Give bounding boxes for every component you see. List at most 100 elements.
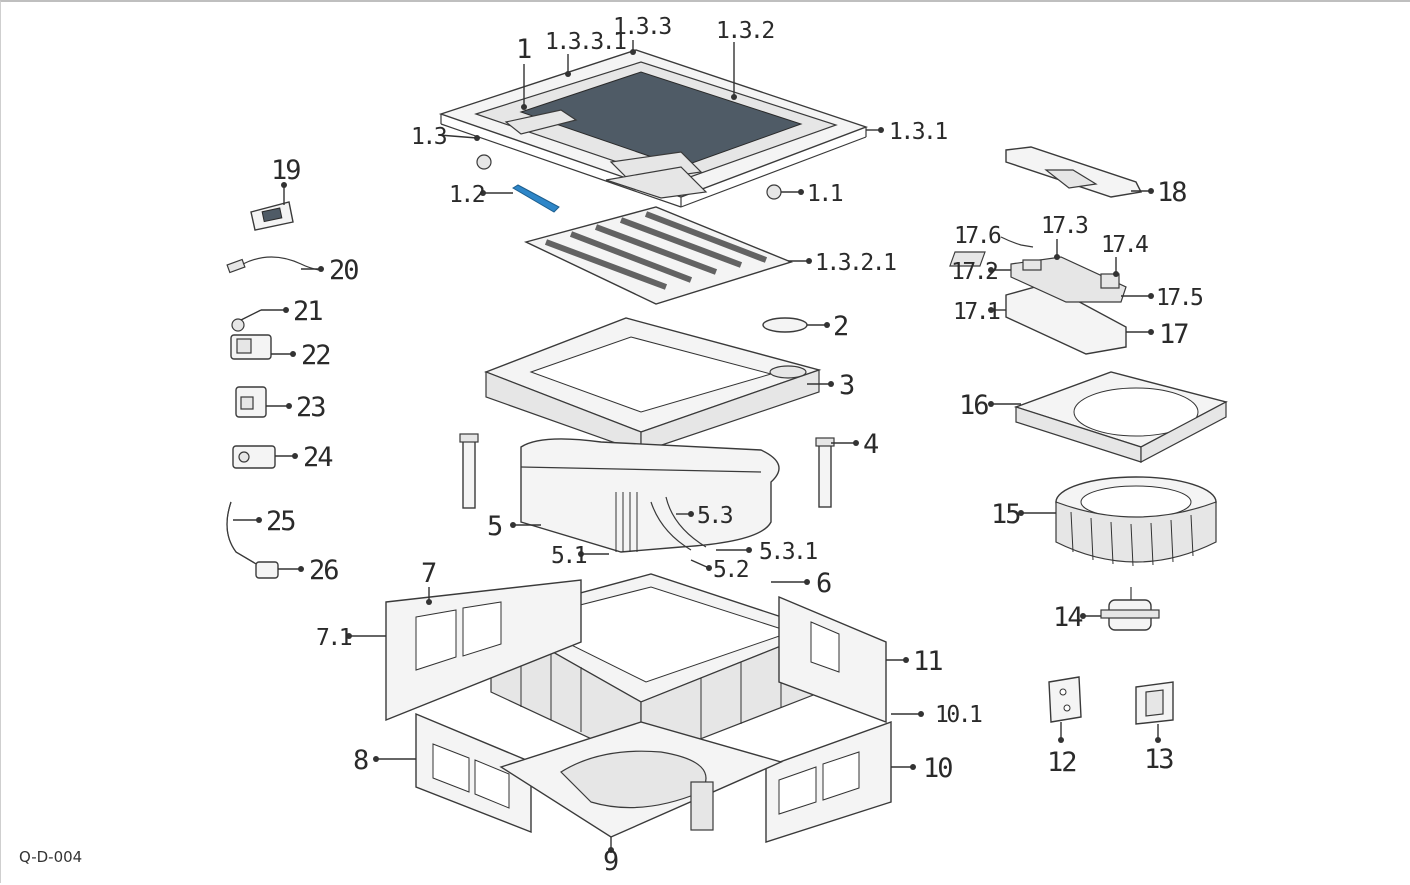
- bell-mouth: [1013, 371, 1228, 463]
- label-1: 1: [516, 34, 531, 65]
- ring-seal: [762, 317, 808, 333]
- label-16: 16: [959, 390, 988, 421]
- panel-corner-cap: [605, 166, 708, 199]
- filter-grille: [523, 206, 794, 305]
- label-3: 3: [839, 370, 854, 401]
- side-panel-8: [415, 712, 532, 834]
- front-panel: [438, 49, 869, 208]
- label-9: 9: [603, 846, 618, 877]
- board-component-17-3: [949, 251, 986, 267]
- base-plate: [499, 721, 784, 838]
- label-24: 24: [303, 442, 332, 473]
- float-switch-23: [235, 386, 267, 418]
- label-11: 11: [913, 646, 942, 677]
- base-plate-bracket: [690, 781, 714, 831]
- side-panel-10: [765, 721, 892, 843]
- louver-rod: [512, 184, 560, 213]
- pump-22: [230, 334, 272, 360]
- heat-exchanger: [520, 438, 780, 553]
- label-20: 20: [329, 255, 358, 286]
- label-5-3-1: 5.3.1: [759, 539, 817, 565]
- fan-motor-mount: [1100, 609, 1160, 619]
- label-13: 13: [1144, 744, 1173, 775]
- front-panel-grille: [519, 71, 803, 168]
- fan-motor: [1100, 587, 1160, 631]
- cap-1-1: [766, 184, 782, 200]
- wire-17-6: [1000, 236, 1034, 248]
- bracket-12: [1048, 676, 1082, 723]
- label-17-1: 17.1: [953, 299, 1000, 325]
- label-6: 6: [816, 568, 831, 599]
- label-17: 17: [1159, 319, 1188, 350]
- side-panel-7-window-1: [415, 609, 457, 671]
- cover-frame: [484, 317, 822, 453]
- label-19: 19: [271, 155, 300, 186]
- side-panel-8-window-2: [474, 759, 510, 809]
- label-15: 15: [991, 499, 1020, 530]
- side-panel-10-window-2: [822, 751, 860, 801]
- label-12: 12: [1047, 747, 1076, 778]
- label-1-3-2: 1.3.2: [716, 18, 773, 44]
- cover-vent: [769, 365, 807, 379]
- fan-wheel: [1055, 476, 1217, 567]
- label-17-6: 17.6: [954, 223, 1001, 249]
- board-component-17-2: [1022, 259, 1042, 271]
- side-panel-7-window-2: [462, 601, 502, 657]
- label-17-4: 17.4: [1101, 232, 1148, 258]
- sensor-wire-20: [226, 256, 320, 274]
- label-1-1: 1.1: [807, 181, 843, 207]
- label-25: 25: [266, 506, 295, 537]
- label-17-2: 17.2: [951, 259, 997, 285]
- side-panel-11-window: [810, 621, 840, 673]
- label-7: 7: [421, 558, 436, 589]
- label-18: 18: [1157, 177, 1186, 208]
- label-1-2: 1.2: [449, 182, 484, 208]
- label-7-1: 7.1: [316, 625, 352, 651]
- label-21: 21: [293, 296, 322, 327]
- bell-mouth-opening: [1073, 387, 1199, 437]
- drain-hose-25: [226, 501, 264, 569]
- drain-joint-26: [255, 561, 279, 579]
- side-panel-11: [778, 595, 887, 724]
- board-component-17-4: [1100, 273, 1120, 289]
- label-1-3: 1.3: [411, 124, 447, 150]
- label-1-3-2-1: 1.3.2.1: [815, 250, 896, 276]
- side-panel-7: [385, 579, 582, 722]
- label-4: 4: [863, 429, 878, 460]
- label-10: 10: [923, 753, 952, 784]
- label-5: 5: [487, 511, 502, 542]
- label-14: 14: [1053, 602, 1082, 633]
- display-receiver-19: [250, 201, 294, 231]
- side-panel-8-window-1: [432, 743, 470, 793]
- bracket-left: [459, 433, 479, 509]
- label-17-5: 17.5: [1156, 285, 1202, 311]
- heat-exchanger-body: [520, 438, 780, 553]
- label-17-3: 17.3: [1041, 213, 1088, 239]
- cover-plate-18: [1005, 146, 1143, 198]
- drawing-code: Q-D-004: [19, 848, 83, 866]
- side-panel-10-window-1: [778, 766, 817, 815]
- label-1-3-3: 1.3.3: [613, 14, 671, 40]
- label-5-1: 5.1: [551, 543, 587, 569]
- label-5-2: 5.2: [713, 557, 748, 583]
- bracket-13: [1135, 681, 1174, 725]
- sensor-24: [232, 445, 276, 469]
- part-labels: 1 1.3.3.1 1.3.3 1.3.2 1.3 1.3.1 1.2 1.1 …: [266, 14, 1205, 877]
- label-10-1: 10.1: [935, 702, 982, 728]
- label-5-3: 5.3: [697, 503, 733, 529]
- screw-cap: [476, 154, 492, 170]
- label-8: 8: [353, 745, 368, 776]
- electrical-box: [949, 236, 1127, 355]
- bracket-right: [815, 437, 835, 508]
- filter-grille-frame: [523, 206, 794, 305]
- label-26: 26: [309, 555, 338, 586]
- louver-1-3-3-1: [504, 109, 578, 135]
- base-plate-motor-mount: [560, 750, 707, 809]
- label-1-3-3-1: 1.3.3.1: [545, 29, 626, 55]
- fan-wheel-blades: [1055, 501, 1217, 563]
- label-23: 23: [296, 392, 325, 423]
- leader-lines: [233, 40, 1161, 853]
- label-2: 2: [833, 311, 847, 342]
